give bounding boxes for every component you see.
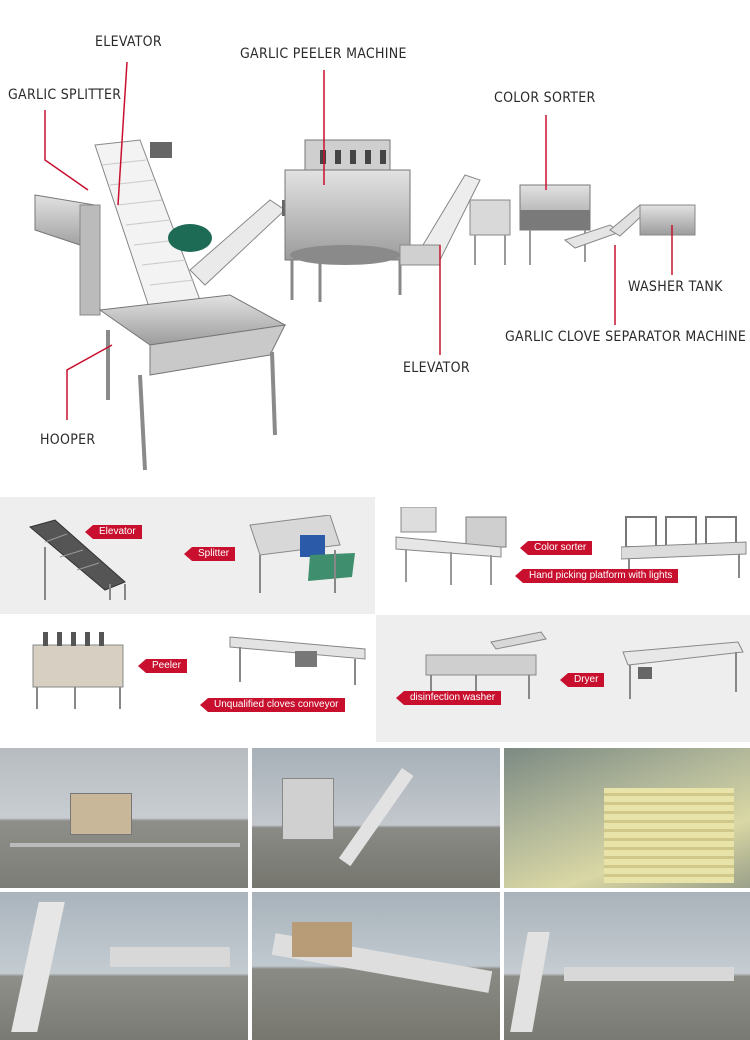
peeler-illustration — [32, 632, 124, 709]
label-clove-separator: GARLIC CLOVE SEPARATOR MACHINE — [505, 329, 747, 345]
factory-photo-4 — [0, 892, 248, 1040]
tag-unqualified-conveyor-visible: Unqualified cloves conveyor — [200, 698, 345, 712]
factory-photo-1 — [0, 748, 248, 888]
hand-picking-illustration — [621, 516, 747, 578]
color-sorter-illustration — [395, 507, 507, 585]
panel-washer-dryer: disinfection washer Dryer — [376, 615, 750, 742]
dryer-illustration — [622, 641, 744, 699]
tag-hand-picking: Hand picking platform with lights — [514, 569, 679, 583]
label-color-sorter: COLOR SORTER — [494, 90, 596, 106]
label-garlic-splitter: GARLIC SPLITTER — [8, 87, 122, 103]
label-hopper: HOOPER — [40, 432, 96, 448]
factory-photo-5 — [252, 892, 500, 1040]
unqualified-conveyor-illustration — [229, 636, 366, 685]
tag-color-sorter: Color sorter — [519, 541, 593, 555]
line-overview: ELEVATOR GARLIC SPLITTER GARLIC PEELER M… — [0, 0, 750, 490]
factory-photo-3 — [504, 748, 750, 888]
tag-elevator: Elevator — [85, 525, 142, 539]
tag-splitter: Splitter — [183, 547, 236, 561]
label-elevator-top: ELEVATOR — [95, 34, 162, 50]
panel-sorter-picking: Color sorter Hand picking platform with … — [376, 497, 750, 614]
factory-photo-6 — [504, 892, 750, 1040]
panel-peeler-conveyor: Peeler Unqualified cloves conveyor Unqua… — [0, 615, 375, 742]
tag-peeler: Peeler — [138, 659, 187, 673]
production-line-illustration — [34, 61, 696, 471]
tag-dryer: Dryer — [559, 673, 605, 687]
elevator-illustration — [28, 519, 126, 600]
panel-elevator-splitter: Elevator Splitter — [0, 497, 375, 614]
disinfection-washer-illustration — [425, 631, 547, 699]
label-peeler-machine: GARLIC PEELER MACHINE — [240, 46, 407, 62]
splitter-illustration — [249, 515, 355, 593]
factory-photo-2 — [252, 748, 500, 888]
tag-disinfection-washer: disinfection washer — [395, 691, 502, 705]
label-washer-tank: WASHER TANK — [628, 279, 723, 295]
label-elevator-mid: ELEVATOR — [403, 360, 470, 376]
